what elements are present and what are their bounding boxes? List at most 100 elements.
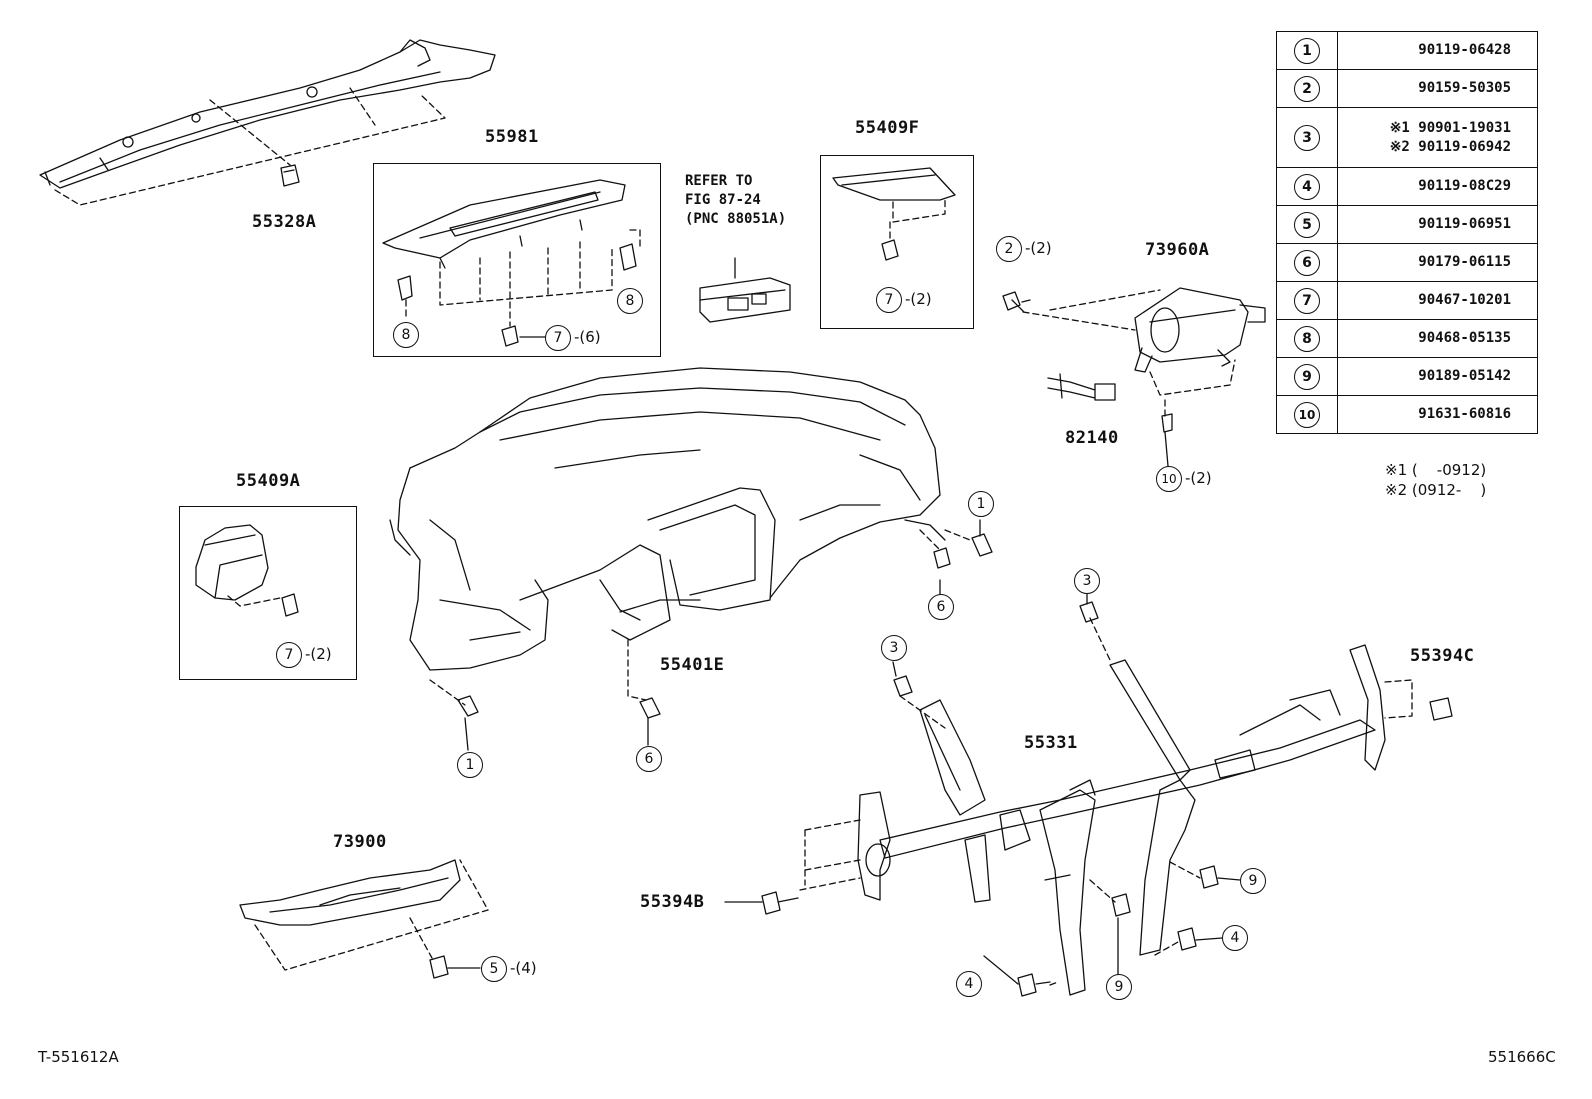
- legend-part-number: 90119-06951: [1337, 205, 1538, 244]
- callout-6: 6: [636, 746, 662, 772]
- legend-part-number: 90179-06115: [1337, 243, 1538, 282]
- pointer-lines: [447, 299, 1241, 985]
- clip-55328A: [280, 164, 300, 187]
- footer-left-code: T-551612A: [38, 1048, 119, 1066]
- callout-7: 7: [276, 642, 302, 668]
- group-box-55981: [373, 163, 661, 357]
- cover-55409F: [832, 167, 956, 261]
- legend-ref-number: 8: [1294, 325, 1320, 352]
- label-55331: 55331: [1024, 733, 1078, 753]
- legend-ref-number: 1: [1294, 37, 1320, 64]
- legend-ref-cell: 2: [1276, 69, 1338, 108]
- label-82140: 82140: [1065, 428, 1119, 448]
- nut-6a: [639, 697, 661, 719]
- legend-part-number: 90467-10201: [1337, 281, 1538, 320]
- callout-4: 4: [956, 971, 982, 997]
- legend-part-number: 90119-06428: [1337, 31, 1538, 70]
- callout-6: 6: [928, 594, 954, 620]
- nut-6b: [933, 547, 951, 569]
- legend-ref-number: 5: [1294, 211, 1320, 238]
- bolt-10: [1161, 413, 1173, 433]
- legend-row: 9 90189-05142: [1276, 357, 1538, 396]
- legend-row: 5 90119-06951: [1276, 205, 1538, 244]
- callout-7: 7: [545, 325, 571, 351]
- qty-7: -(6): [574, 328, 601, 346]
- label-73960A: 73960A: [1145, 240, 1210, 260]
- legend-row: 1 90119-06428: [1276, 31, 1538, 70]
- label-55409F: 55409F: [855, 118, 920, 138]
- legend-ref-number: 6: [1294, 249, 1320, 276]
- airbag-leaders: [1022, 289, 1236, 417]
- callout-9: 9: [1240, 868, 1266, 894]
- label-55394C: 55394C: [1410, 646, 1475, 666]
- callout-2: 2: [996, 236, 1022, 262]
- reinforcement-frame: [857, 644, 1386, 996]
- qty-7: -(2): [305, 645, 332, 663]
- qty-2: -(2): [1025, 239, 1052, 257]
- bolt-3a: [893, 675, 913, 697]
- legend-ref-cell: 7: [1276, 281, 1338, 320]
- callout-5: 5: [481, 956, 507, 982]
- bolt-1b: [971, 533, 993, 557]
- legend-ref-cell: 4: [1276, 167, 1338, 206]
- group-box-55409F: [820, 155, 974, 329]
- legend-part-number: 90119-08C29: [1337, 167, 1538, 206]
- legend-part-number: ※1 90901-19031 ※2 90119-06942: [1337, 107, 1538, 168]
- callout-7: 7: [876, 287, 902, 313]
- callout-1: 1: [968, 491, 994, 517]
- bolt-55394B: [761, 891, 799, 915]
- cowl-strip: [39, 39, 496, 189]
- airbag-73960A: [1134, 287, 1266, 373]
- legend-ref-number: 10: [1294, 401, 1320, 428]
- control-bracket: [699, 257, 791, 323]
- footer-right-code: 551666C: [1488, 1048, 1556, 1066]
- legend-part-number: 90189-05142: [1337, 357, 1538, 396]
- range-notes: ※1 ( -0912) ※2 (0912- ): [1385, 461, 1487, 499]
- cowl-leaders: [54, 87, 446, 206]
- callout-3: 3: [1074, 568, 1100, 594]
- qty-5: -(4): [510, 959, 537, 977]
- legend-row: 2 90159-50305: [1276, 69, 1538, 108]
- legend-row: 6 90179-06115: [1276, 243, 1538, 282]
- callout-4: 4: [1222, 925, 1248, 951]
- defroster-nozzle: [382, 179, 637, 347]
- nut-9b: [1111, 893, 1131, 917]
- qty-7: -(2): [905, 290, 932, 308]
- callout-3: 3: [881, 635, 907, 661]
- callout-1: 1: [457, 752, 483, 778]
- cover-leaders: [889, 199, 946, 243]
- nut-9a: [1199, 865, 1219, 889]
- label-55401E: 55401E: [660, 655, 725, 675]
- bolt-2: [1002, 291, 1025, 313]
- legend-row: 8 90468-05135: [1276, 319, 1538, 358]
- legend-ref-cell: 8: [1276, 319, 1338, 358]
- callout-8: 8: [617, 288, 643, 314]
- qty-10: -(2): [1185, 469, 1212, 487]
- legend-ref-number: 3: [1294, 124, 1320, 151]
- legend-ref-cell: 1: [1276, 31, 1338, 70]
- bolt-1a: [457, 695, 479, 717]
- legend-ref-cell: 5: [1276, 205, 1338, 244]
- legend-ref-cell: 3: [1276, 107, 1338, 168]
- knee-leaders: [254, 859, 489, 971]
- legend-ref-cell: 9: [1276, 357, 1338, 396]
- label-55328A: 55328A: [252, 212, 317, 232]
- legend-part-number: 90159-50305: [1337, 69, 1538, 108]
- legend-ref-cell: 10: [1276, 395, 1338, 434]
- legend-ref-number: 9: [1294, 363, 1320, 390]
- bolt-4a: [1177, 927, 1197, 951]
- bolt-4b: [1017, 973, 1051, 997]
- instrument-panel: [389, 367, 946, 671]
- label-73900: 73900: [333, 832, 387, 852]
- legend-ref-number: 2: [1294, 75, 1320, 102]
- callout-10: 10: [1156, 466, 1182, 492]
- label-55409A: 55409A: [236, 471, 301, 491]
- label-55394B: 55394B: [640, 892, 705, 912]
- legend-part-number: 90468-05135: [1337, 319, 1538, 358]
- bolt-3b: [1079, 601, 1099, 623]
- knee-panel-73900: [239, 859, 461, 979]
